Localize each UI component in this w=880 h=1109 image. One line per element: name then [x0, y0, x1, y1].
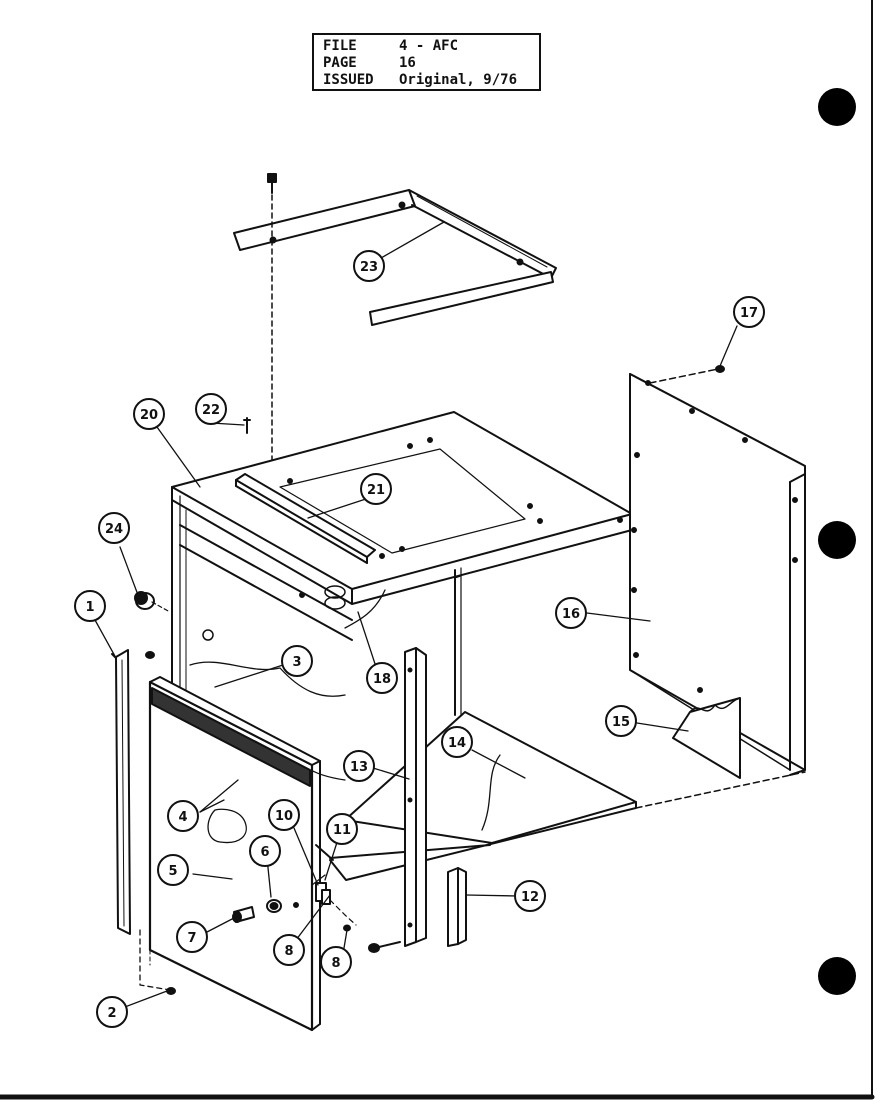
callout-15: 15	[605, 705, 637, 737]
callout-21: 21	[360, 473, 392, 505]
side-panel	[629, 373, 806, 776]
top-channel	[235, 473, 376, 564]
callout-13: 13	[343, 750, 375, 782]
svg-text:14: 14	[448, 736, 466, 751]
svg-text:1: 1	[85, 600, 94, 615]
svg-text:22: 22	[202, 403, 220, 418]
svg-text:10: 10	[275, 809, 293, 824]
binder-hole-bottom	[818, 957, 856, 995]
svg-text:3: 3	[292, 655, 301, 670]
svg-text:8: 8	[284, 944, 293, 959]
svg-text:15: 15	[612, 715, 630, 730]
grommet-24	[134, 591, 171, 613]
top-screw	[267, 173, 277, 194]
front-door-panel	[139, 676, 321, 1032]
page-value: 16	[399, 55, 416, 71]
svg-text:12: 12	[521, 890, 539, 905]
screw-1-top	[145, 651, 155, 659]
file-label: FILE	[323, 38, 357, 54]
callout-14: 14	[441, 726, 473, 758]
callout-10: 10	[268, 799, 300, 831]
callout-5: 5	[157, 854, 189, 886]
callout-18: 18	[366, 662, 398, 694]
file-value: 4 - AFC	[399, 38, 459, 54]
callout-8-right: 8	[320, 946, 352, 978]
svg-text:8: 8	[331, 956, 340, 971]
screw-22	[243, 417, 251, 434]
callout-6: 6	[249, 835, 281, 867]
corner-post	[404, 647, 427, 947]
svg-text:4: 4	[178, 810, 187, 825]
latch-knob	[266, 899, 282, 913]
latch-screw	[232, 906, 255, 923]
callout-20: 20	[133, 398, 165, 430]
base-dashed-edge	[635, 771, 806, 809]
callout-4: 4	[167, 800, 199, 832]
rear-insulation	[672, 697, 741, 779]
svg-text:6: 6	[260, 845, 269, 860]
screw-17	[715, 365, 725, 373]
callout-7: 7	[176, 921, 208, 953]
callout-22: 22	[195, 393, 227, 425]
callout-12: 12	[514, 880, 546, 912]
page-row: PAGE 16	[323, 55, 539, 72]
svg-text:24: 24	[105, 522, 123, 537]
callout-2: 2	[96, 996, 128, 1028]
binder-hole-middle	[818, 521, 856, 559]
door-hole	[293, 902, 299, 908]
svg-text:20: 20	[140, 408, 158, 423]
file-info-box: FILE 4 - AFC PAGE 16 ISSUED Original, 9/…	[312, 33, 541, 91]
svg-text:2: 2	[107, 1006, 116, 1021]
door-latch-assembly	[311, 844, 357, 926]
callout-3: 3	[281, 645, 313, 677]
svg-text:16: 16	[562, 607, 580, 622]
issued-row: ISSUED Original, 9/76	[323, 72, 539, 89]
side-panel-dashed-top	[649, 368, 719, 384]
screw-13-bottom	[368, 941, 401, 953]
hinge-strip	[111, 649, 131, 935]
svg-text:23: 23	[360, 260, 378, 275]
svg-text:11: 11	[333, 823, 351, 838]
file-row: FILE 4 - AFC	[323, 38, 539, 55]
svg-text:13: 13	[350, 760, 368, 775]
screw-2	[166, 987, 176, 995]
callout-16: 16	[555, 597, 587, 629]
svg-text:7: 7	[187, 931, 196, 946]
callout-8-left: 8	[273, 934, 305, 966]
binder-hole-top	[818, 88, 856, 126]
lower-bracket	[447, 867, 467, 947]
leader-lines	[94, 221, 738, 1008]
callout-23: 23	[353, 250, 385, 282]
callout-17: 17	[733, 296, 765, 328]
svg-text:21: 21	[367, 483, 385, 498]
callout-1: 1	[74, 590, 106, 622]
issued-value: Original, 9/76	[399, 72, 518, 88]
svg-text:18: 18	[373, 672, 391, 687]
page-label: PAGE	[323, 55, 357, 71]
callout-24: 24	[98, 512, 130, 544]
svg-text:5: 5	[168, 864, 177, 879]
issued-label: ISSUED	[323, 72, 374, 88]
top-frame-rail	[233, 189, 557, 326]
cabinet-frame	[171, 495, 462, 716]
svg-text:17: 17	[740, 306, 758, 321]
callout-11: 11	[326, 813, 358, 845]
